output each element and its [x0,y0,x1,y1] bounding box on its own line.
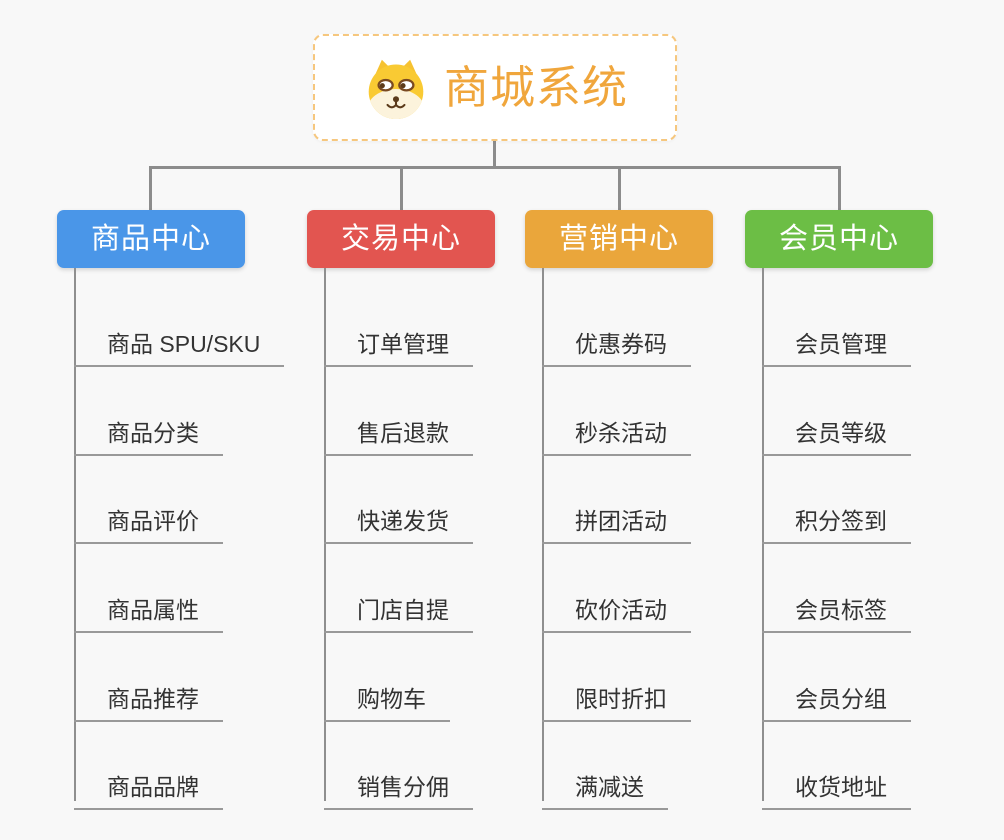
connector-drop-product [149,166,152,210]
subtopic-node[interactable]: 购物车 [324,663,450,722]
subtopic-node[interactable]: 拼团活动 [542,485,691,544]
subtopic-node[interactable]: 订单管理 [324,308,473,367]
spine-trade [324,268,326,801]
subtopic-label: 会员标签 [795,597,887,623]
subtopic-node[interactable]: 商品属性 [74,574,223,633]
subtopic-node[interactable]: 收货地址 [762,751,911,810]
subtopic-node[interactable]: 秒杀活动 [542,397,691,456]
subtopic-node[interactable]: 会员分组 [762,663,911,722]
subtopic-label: 积分签到 [795,508,887,534]
subtopic-label: 会员管理 [795,331,887,357]
subtopic-label: 门店自提 [357,597,449,623]
subtopic-node[interactable]: 积分签到 [762,485,911,544]
spine-member [762,268,764,801]
subtopic-node[interactable]: 商品评价 [74,485,223,544]
subtopic-node[interactable]: 商品推荐 [74,663,223,722]
branch-product-center[interactable]: 商品中心 [57,210,245,268]
subtopic-node[interactable]: 砍价活动 [542,574,691,633]
subtopic-label: 快递发货 [357,508,449,534]
subtopic-node[interactable]: 限时折扣 [542,663,691,722]
subtopic-label: 会员等级 [795,420,887,446]
subtopic-node[interactable]: 会员标签 [762,574,911,633]
subtopic-label: 销售分佣 [357,774,449,800]
root-topic[interactable]: 商城系统 [313,34,677,141]
subtopic-label: 秒杀活动 [575,420,667,446]
connector-horizontal-rail [150,166,841,169]
branch-trade-center[interactable]: 交易中心 [307,210,495,268]
subtopic-label: 砍价活动 [575,597,667,623]
subtopic-label: 商品分类 [107,420,199,446]
subtopic-node[interactable]: 商品分类 [74,397,223,456]
subtopic-node[interactable]: 商品 SPU/SKU [74,308,285,367]
subtopic-label: 收货地址 [795,774,887,800]
subtopic-label: 商品品牌 [107,774,199,800]
subtopic-label: 商品评价 [107,508,199,534]
branch-label: 营销中心 [558,222,679,255]
subtopic-node[interactable]: 门店自提 [324,574,473,633]
subtopic-node[interactable]: 优惠券码 [542,308,691,367]
spine-marketing [542,268,544,801]
branch-member-center[interactable]: 会员中心 [745,210,933,268]
subtopic-label: 满减送 [575,774,644,800]
subtopic-label: 拼团活动 [575,508,667,534]
connector-drop-marketing [618,166,621,210]
branch-label: 交易中心 [340,222,461,255]
subtopic-node[interactable]: 售后退款 [324,397,473,456]
branch-label: 会员中心 [778,222,899,255]
subtopic-label: 会员分组 [795,686,887,712]
subtopic-node[interactable]: 快递发货 [324,485,473,544]
connector-drop-member [838,166,841,210]
connector-root-stem [493,141,496,169]
subtopic-label: 商品属性 [107,597,199,623]
subtopic-label: 商品 SPU/SKU [107,331,261,357]
subtopic-node[interactable]: 会员管理 [762,308,911,367]
subtopic-node[interactable]: 商品品牌 [74,751,223,810]
spine-product [74,268,76,801]
subtopic-label: 限时折扣 [575,686,667,712]
branch-marketing-center[interactable]: 营销中心 [525,210,713,268]
subtopic-label: 订单管理 [357,331,449,357]
branch-label: 商品中心 [90,222,211,255]
subtopic-label: 优惠券码 [575,331,667,357]
subtopic-node[interactable]: 销售分佣 [324,751,473,810]
subtopic-node[interactable]: 满减送 [542,751,668,810]
subtopic-label: 商品推荐 [107,686,199,712]
shiba-dog-icon [368,59,424,119]
connector-drop-trade [400,166,403,210]
subtopic-label: 售后退款 [357,420,449,446]
root-topic-label: 商城系统 [443,62,628,113]
subtopic-label: 购物车 [357,686,426,712]
subtopic-node[interactable]: 会员等级 [762,397,911,456]
